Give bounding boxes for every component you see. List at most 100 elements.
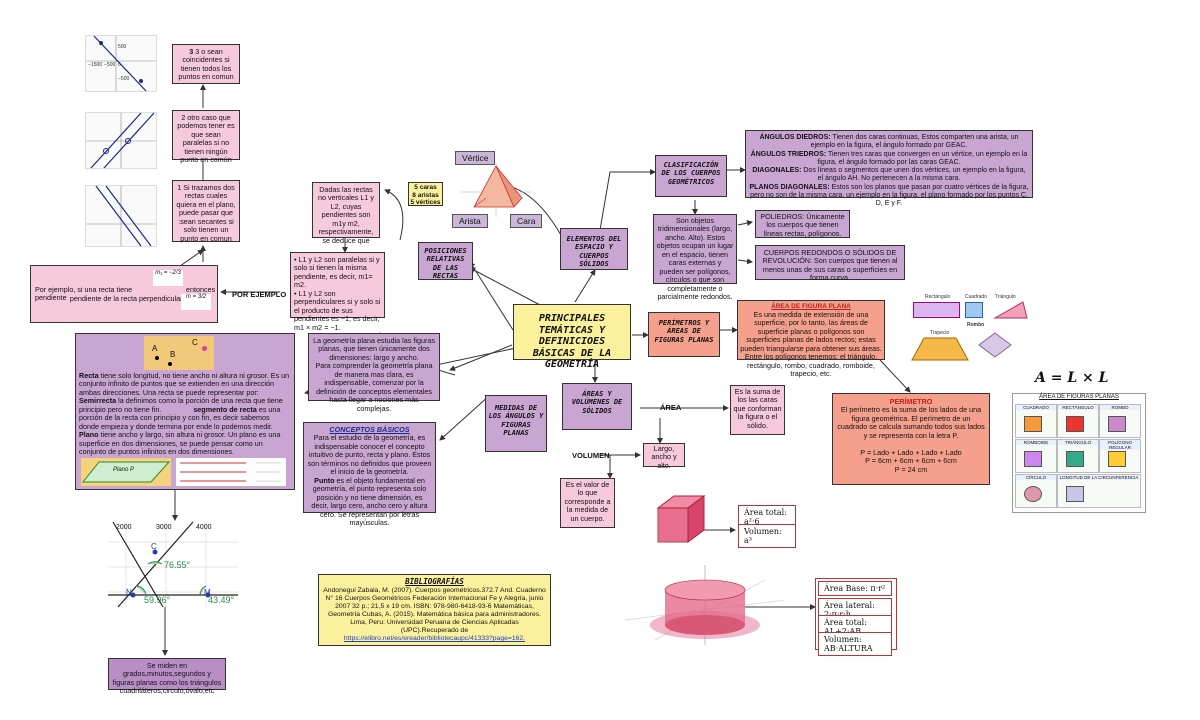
cube-volume: Volumen: a³	[738, 524, 796, 548]
plano-figure: Plano P	[81, 458, 171, 486]
table-header: CUADRADO	[1016, 405, 1056, 410]
recta-label: Recta	[79, 371, 99, 380]
angulos-diedros-box: ÁNGULOS DIEDROS: Tienen dos caras contin…	[745, 130, 1033, 207]
axis-tick: 3000	[156, 524, 172, 531]
perpendicular-example-box: Por ejemplo, si una recta tiene pendient…	[30, 265, 218, 323]
largo-ancho-box: Largo, ancho y alto.	[643, 443, 685, 470]
shape-swatch	[1066, 416, 1084, 432]
semirrecta-label: Semirrecta	[79, 396, 117, 406]
box-text: Se miden en grados,minutos,segundos y fi…	[112, 661, 222, 696]
graph-tick: 500	[118, 44, 127, 50]
bibliografia-box: BIBLIOGRAFÍAS Andonegui Zabala, M. (2007…	[318, 574, 551, 646]
clasificacion-node[interactable]: CLASIFICACIÓN DE LOS CUERPOS GEOMÉTRICOS	[655, 155, 727, 197]
table-cell: TRIÁNGULO	[1057, 439, 1099, 473]
conceptos-basicos-box: CONCEPTOS BÁSICOS Para el estudio de la …	[303, 422, 436, 527]
formula-line: P = 6cm + 6cm + 6cm + 6cm	[865, 456, 957, 466]
angle-value: 59.96°	[144, 595, 171, 605]
box-text: Estos son los planos que pasan por cuatr…	[750, 183, 1029, 208]
node-title: ÁREAS Y VOLÚMENES DE SÓLIDOS	[571, 390, 623, 415]
box-text: Tienen tres caras que convergen en un vé…	[817, 150, 1028, 166]
shape-label: Cuadrado	[965, 294, 987, 300]
formula-line: P = Lado + Lado + Lado + Lado	[860, 447, 962, 457]
por-ejemplo-label: POR EJEMPLO	[232, 290, 287, 299]
table-cell: POLÍGONO REGULAR	[1099, 439, 1141, 473]
axis-tick: 4000	[196, 524, 212, 531]
box-text: Dos líneas o segmentos que unen dos vért…	[801, 167, 1026, 183]
node-title: ELEMENTOS DEL ESPACIO Y CUERPOS SÓLIDOS	[566, 235, 622, 268]
box-text: Son objetos tridimensionales (largo, anc…	[656, 216, 734, 302]
axis-tick: 2000	[116, 524, 132, 531]
area-title: ÁREA DE FIGURA PLANA	[771, 303, 851, 310]
table-title: ÁREA DE FIGURAS PLANAS	[1039, 394, 1119, 400]
box-text: Es el valor de lo que corresponde a la m…	[564, 480, 611, 523]
node-title: MEDIDAS DE LOS ÁNGULOS Y FIGURAS PLANAS	[488, 404, 544, 437]
shape-label: Rectángulo	[925, 294, 951, 300]
shape-swatch	[1024, 416, 1042, 432]
area-formula: A = L × L	[1035, 370, 1109, 386]
geometria-plana-box: La geometría plana estudia las figuras p…	[308, 333, 440, 413]
table-header: RECTÁNGULO	[1058, 405, 1098, 410]
graph-tick: −500	[118, 76, 130, 82]
perimetros-areas-node[interactable]: PERÍMETROS Y ÁREAS DE FIGURAS PLANAS	[648, 312, 720, 357]
shape-swatch	[1066, 486, 1084, 502]
angle-value: 43.49°	[208, 595, 235, 605]
posiciones-relativas-node[interactable]: POSICIONES RELATIVAS DE LAS RECTAS	[418, 242, 473, 280]
biblio-title: BIBLIOGRAFÍAS	[405, 577, 464, 586]
cylinder-formulas: Área Base: π·r² Área lateral: 2·π·r·h Ár…	[815, 578, 897, 656]
parallel-lines-box: 2 otro caso que podemos tener es que sea…	[172, 110, 240, 164]
slope-formula-1: m₁ = −2/3	[153, 270, 183, 286]
segmento-label: segmento de recta	[193, 404, 257, 414]
shape-swatch	[1024, 451, 1042, 467]
box-text: 3 o sean coincidentes si tienen todos lo…	[178, 47, 234, 82]
areas-volumenes-node[interactable]: ÁREAS Y VOLÚMENES DE SÓLIDOS	[562, 383, 632, 430]
line-types-figure	[176, 458, 286, 486]
rectas-slopes-box: Dadas las rectas no verticales L1 y L2, …	[312, 182, 380, 245]
box-text: Tienen dos caras continuas, Estos compar…	[810, 134, 1019, 150]
angle-value: 76.55°	[164, 560, 191, 570]
shape-label: Rombo	[967, 322, 985, 328]
box-text: Largo, ancho y alto.	[651, 444, 677, 470]
secant-lines-graph	[85, 185, 157, 247]
box-text: La geometría plana estudia las figuras p…	[313, 336, 435, 413]
node-title: PERÍMETROS Y ÁREAS DE FIGURAS PLANAS	[654, 319, 714, 344]
arista-label: Arista	[452, 214, 488, 228]
plano-p-label: Plano P	[113, 467, 135, 473]
biblio-link[interactable]: https://elibro.net/es/ereader/biblioteca…	[343, 634, 526, 642]
table-header: POLÍGONO REGULAR	[1100, 440, 1140, 450]
label: DIAGONALES:	[752, 167, 802, 174]
conceptos-title: CONCEPTOS BÁSICOS	[329, 425, 410, 434]
biblio-text: Andonegui Zabala, M. (2007). Cuerpos geo…	[323, 586, 546, 634]
angle-vertex-label: M	[204, 588, 211, 597]
table-header: LONGITUD DE LA CIRCUNFERENCIA	[1058, 475, 1140, 480]
se-miden-box: Se miden en grados,minutos,segundos y fi…	[108, 658, 226, 695]
example-text: Por ejemplo, si una recta tiene pendient…	[35, 285, 133, 303]
parallel-perpendicular-rules-box: • L1 y L2 son paralelas si y solo si tie…	[290, 252, 385, 332]
box-text: la definimos como la porción de una rect…	[79, 396, 283, 414]
box-text: 1 Si trazamos dos rectas cuales quiera e…	[176, 183, 236, 243]
cube-figure	[656, 495, 706, 543]
objetos-tridimensionales-box: Son objetos tridimensionales (largo, anc…	[653, 214, 737, 301]
central-topic-node[interactable]: PRINCIPALES TEMÁTICAS Y DEFINICIOES BÁSI…	[513, 304, 631, 370]
box-text: El perímetro es la suma de los lados de …	[837, 405, 985, 440]
table-header: TRIÁNGULO	[1058, 440, 1098, 445]
table-cell: ROMBOIDE	[1015, 439, 1057, 473]
angle-vertex-label: N	[126, 588, 132, 597]
node-title: PRINCIPALES TEMÁTICAS Y DEFINICIOES BÁSI…	[532, 313, 612, 370]
cylinder-figure	[624, 565, 786, 645]
box-text: tiene solo longitud, no tiene ancho ni a…	[79, 371, 290, 397]
node-title: CLASIFICACIÓN DE LOS CUERPOS GEOMÉTRICOS	[661, 161, 721, 186]
box-text: Dadas las rectas no verticales L1 y L2, …	[318, 185, 374, 245]
medidas-angulos-node[interactable]: MEDIDAS DE LOS ÁNGULOS Y FIGURAS PLANAS	[485, 395, 547, 452]
recta-semirrecta-box: A B C Recta tiene solo longitud, no tien…	[75, 333, 295, 490]
point-label: C	[192, 338, 198, 347]
table-header: ROMBOIDE	[1016, 440, 1056, 445]
table-cell: CÍRCULO	[1015, 474, 1057, 508]
perimetro-title: PERÍMETRO	[889, 397, 933, 406]
shape-swatch	[1066, 451, 1084, 467]
elementos-espacio-node[interactable]: ELEMENTOS DEL ESPACIO Y CUERPOS SÓLIDOS	[560, 228, 628, 270]
table-cell: ROMBO	[1099, 404, 1141, 438]
graph-tick: −500	[104, 62, 116, 68]
point-label: B	[170, 350, 176, 359]
box-text: es una porción de la recta con principio…	[79, 404, 281, 431]
